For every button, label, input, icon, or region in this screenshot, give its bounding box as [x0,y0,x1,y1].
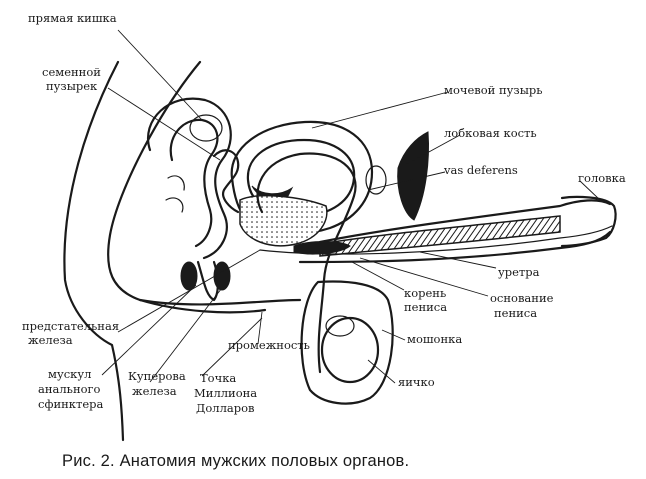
label-anal-sphincter-1: мускул [48,367,91,381]
prostate [239,195,328,247]
label-pubic-bone: лобковая кость [444,126,537,140]
label-million-dollar-2: Миллиона [194,386,257,400]
label-prostate-1: предстательная [22,319,119,333]
label-seminal-vesicle-2: пузырек [46,79,98,93]
pubic-bone [397,131,429,221]
anal-canal [196,260,219,302]
label-testis: яичко [398,375,435,389]
label-prostate-2: железа [28,333,73,347]
label-seminal-vesicle-1: семенной [42,65,101,79]
label-bladder: мочевой пузырь [444,83,542,97]
label-perineum: промежность [228,338,310,352]
anal-sphincter-left [180,261,198,291]
label-million-dollar-3: Долларов [196,401,255,415]
corpus-cavernosum [319,215,561,257]
penis-root [293,241,351,255]
seminal-vesicle [212,149,240,214]
penis-upper [318,199,612,244]
epididymis [325,315,355,337]
label-scrotum: мошонка [407,332,462,346]
vas-deferens [256,152,357,374]
label-cowper-2: железа [132,384,177,398]
rectum-inner [169,118,219,248]
label-million-dollar-1: Точка [200,371,236,385]
label-vas-deferens: vas deferens [443,163,518,177]
labels: прямая кишка семенной пузырек мочевой пу… [22,11,626,415]
label-cowper-1: Куперова [128,369,186,383]
label-glans: головка [578,171,626,185]
label-penis-base-2: пениса [494,306,537,320]
label-anal-sphincter-2: анального [38,382,101,396]
abdomen-wall [107,60,302,306]
label-anal-sphincter-3: сфинктера [38,397,103,411]
testis [320,316,380,384]
scrotum [300,280,394,405]
figure-caption: Рис. 2. Анатомия мужских половых органов… [62,452,410,470]
label-penis-base-1: основание [490,291,554,305]
rectum-lumen [189,114,223,142]
label-penis-root-1: корень [404,286,446,300]
leader-lines [101,29,601,384]
body-outline [63,60,125,442]
pubic-bone-outline [365,165,387,195]
label-rectum: прямая кишка [28,11,117,25]
label-penis-root-2: пениса [404,300,447,314]
label-urethra: уретра [498,265,540,279]
illustration [63,60,617,442]
glans [560,195,617,248]
rectum-folds [165,175,185,213]
